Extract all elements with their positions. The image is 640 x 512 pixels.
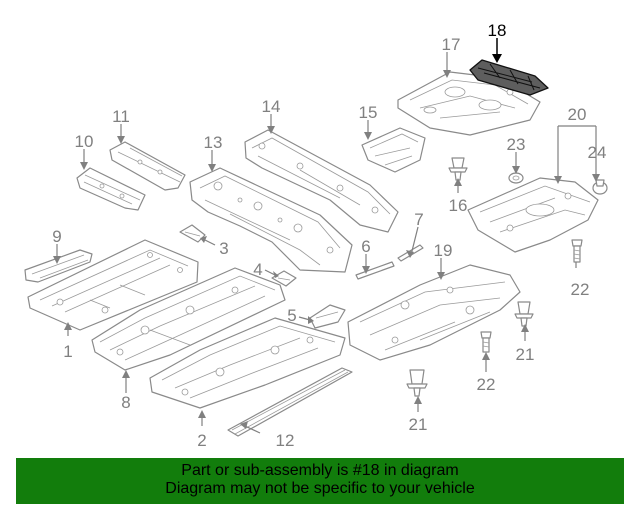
part-16-clip — [448, 157, 468, 181]
label-part-21-right: 21 — [516, 345, 535, 364]
label-part-22-upper: 22 — [571, 280, 590, 299]
part-6-strip — [355, 261, 395, 280]
part-22-bolt-upper — [571, 239, 583, 263]
label-part-17: 17 — [442, 35, 461, 54]
label-part-11: 11 — [112, 107, 130, 126]
part-15-heat-shield — [361, 127, 426, 173]
label-part-15: 15 — [359, 103, 378, 122]
part-13-side-member — [189, 167, 353, 273]
part-23-grommet — [508, 172, 524, 184]
label-part-16: 16 — [449, 196, 468, 215]
part-9-bracket — [24, 249, 93, 283]
part-1-front-floor-pan — [27, 239, 199, 331]
part-19-rear-floor-pan — [347, 264, 521, 361]
label-part-22-lower: 22 — [477, 375, 496, 394]
part-10-rail — [76, 167, 146, 211]
part-labels: 1 2 3 4 5 6 7 8 9 10 11 12 13 14 15 16 1… — [52, 21, 606, 450]
part-3-bracket — [179, 224, 206, 243]
banner-line-part-reference: Part or sub-assembly is #18 in diagram — [181, 462, 459, 479]
part-8-center-floor — [91, 267, 286, 371]
label-part-8: 8 — [121, 393, 130, 412]
label-part-18-highlighted: 18 — [488, 21, 507, 40]
part-21-clip-lower — [406, 369, 428, 397]
banner-line-disclaimer: Diagram may not be specific to your vehi… — [165, 480, 475, 497]
callout-arrowheads — [53, 54, 600, 429]
info-banner: Part or sub-assembly is #18 in diagram D… — [16, 458, 624, 504]
part-4-bracket — [271, 270, 297, 287]
part-20-spare-tire-panel — [467, 177, 599, 253]
part-21-clip-right — [514, 301, 534, 327]
label-part-2: 2 — [197, 431, 206, 450]
label-part-13: 13 — [204, 133, 223, 152]
part-2-floor-pan — [149, 317, 346, 409]
part-12-sill-rail — [227, 367, 353, 437]
label-part-24: 24 — [588, 143, 607, 162]
label-part-23: 23 — [507, 135, 526, 154]
label-part-10: 10 — [75, 132, 94, 151]
label-part-3: 3 — [219, 239, 228, 258]
label-part-19: 19 — [434, 241, 453, 260]
label-part-12: 12 — [276, 431, 295, 450]
part-18-highlighted-panel — [469, 59, 549, 96]
label-part-14: 14 — [262, 97, 281, 116]
part-5-bracket — [309, 304, 346, 329]
label-part-1: 1 — [63, 342, 72, 361]
label-part-5: 5 — [287, 306, 296, 325]
label-part-9: 9 — [52, 227, 61, 246]
label-part-7: 7 — [414, 210, 423, 229]
part-24-clip — [592, 179, 608, 195]
label-part-21-lower: 21 — [409, 415, 428, 434]
part-22-bolt-lower — [480, 331, 492, 353]
label-part-20: 20 — [568, 105, 587, 124]
label-part-6: 6 — [361, 237, 370, 256]
part-11-rail — [109, 141, 186, 191]
part-14-cross-member — [244, 129, 399, 233]
label-part-4: 4 — [253, 260, 262, 279]
